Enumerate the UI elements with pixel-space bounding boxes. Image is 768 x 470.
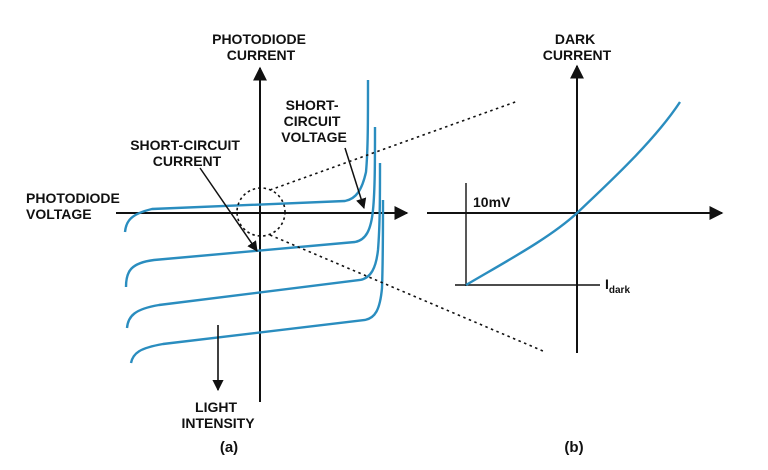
dark-current-label: Idark — [605, 276, 630, 296]
zoom-line-upper — [269, 100, 519, 191]
short-circuit-current-arrow — [199, 167, 258, 252]
iv-curve-4 — [129, 199, 385, 364]
light-intensity-label: LIGHT INTENSITY — [181, 399, 255, 431]
panel-b-caption: (b) — [564, 439, 583, 456]
panel-a-caption: (a) — [220, 439, 238, 456]
iv-curve-3 — [125, 162, 382, 329]
panel-a: PHOTODIODE CURRENT PHOTODIODE VOLTAGE SH… — [26, 31, 409, 456]
voltage-marker-label: 10mV — [473, 194, 511, 210]
iv-curve-1 — [123, 79, 370, 233]
iv-curve-2 — [124, 126, 377, 288]
short-circuit-voltage-label: SHORT- CIRCUIT VOLTAGE — [281, 97, 347, 145]
panel-a-x-axis-label: PHOTODIODE VOLTAGE — [26, 190, 124, 222]
panel-b-y-axis-label: DARK CURRENT — [543, 31, 612, 63]
panel-a-y-axis-label: PHOTODIODE CURRENT — [212, 31, 310, 63]
short-circuit-voltage-arrow — [344, 147, 367, 210]
panel-b: DARK CURRENT 10mV Idark (b) — [427, 31, 724, 456]
zoom-line-lower — [269, 234, 544, 352]
zoom-circle — [236, 187, 286, 237]
dark-current-curve — [465, 101, 682, 287]
short-circuit-current-label: SHORT-CIRCUIT CURRENT — [130, 137, 244, 169]
